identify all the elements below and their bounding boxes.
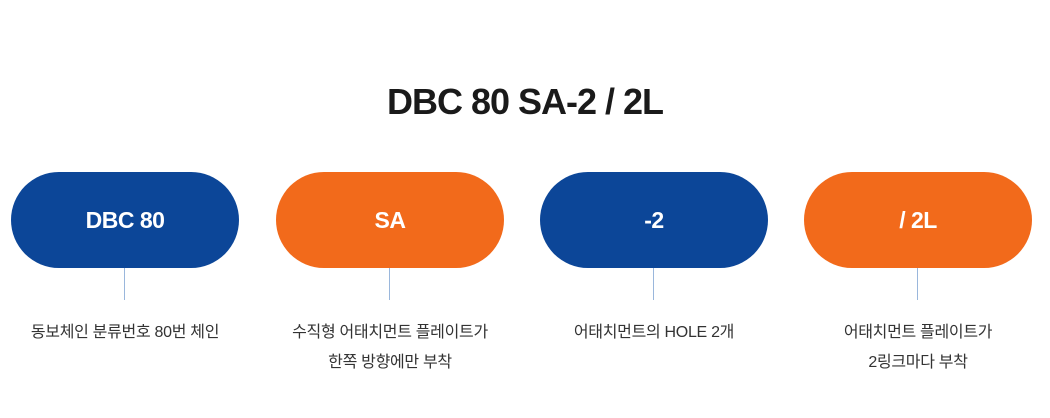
attachment-type-description: 수직형 어태치먼트 플레이트가 한쪽 방향에만 부착 — [264, 318, 516, 378]
attachment-type-pill: SA — [276, 172, 504, 268]
link-spacing-description-line-2: 2링크마다 부착 — [868, 354, 968, 371]
hole-count-description: 어태치먼트의 HOLE 2개 — [528, 318, 780, 348]
link-spacing-pill: / 2L — [804, 172, 1032, 268]
segment-hole-count: -2 어태치먼트의 HOLE 2개 — [540, 172, 768, 382]
series-code-description: 동보체인 분류번호 80번 체인 — [0, 318, 251, 348]
hole-count-pill: -2 — [540, 172, 768, 268]
attachment-type-connector — [389, 268, 390, 300]
link-spacing-description: 어태치먼트 플레이트가 2링크마다 부착 — [792, 318, 1044, 378]
hole-count-description-line-1: 어태치먼트의 HOLE 2개 — [573, 324, 735, 341]
series-code-description-line-1: 동보체인 분류번호 80번 체인 — [30, 324, 220, 341]
link-spacing-connector — [917, 268, 918, 300]
diagram-title: DBC 80 SA-2 / 2L — [386, 81, 664, 122]
hole-count-connector — [653, 268, 654, 300]
segment-link-spacing: / 2L 어태치먼트 플레이트가 2링크마다 부착 — [804, 172, 1032, 382]
attachment-type-description-line-2: 한쪽 방향에만 부착 — [328, 354, 452, 371]
segment-series-code: DBC 80 동보체인 분류번호 80번 체인 — [11, 172, 239, 382]
segment-attachment-type: SA 수직형 어태치먼트 플레이트가 한쪽 방향에만 부착 — [276, 172, 504, 382]
link-spacing-description-line-1: 어태치먼트 플레이트가 — [843, 324, 993, 341]
series-code-pill: DBC 80 — [11, 172, 239, 268]
attachment-type-description-line-1: 수직형 어태치먼트 플레이트가 — [292, 324, 488, 341]
series-code-connector — [124, 268, 125, 300]
